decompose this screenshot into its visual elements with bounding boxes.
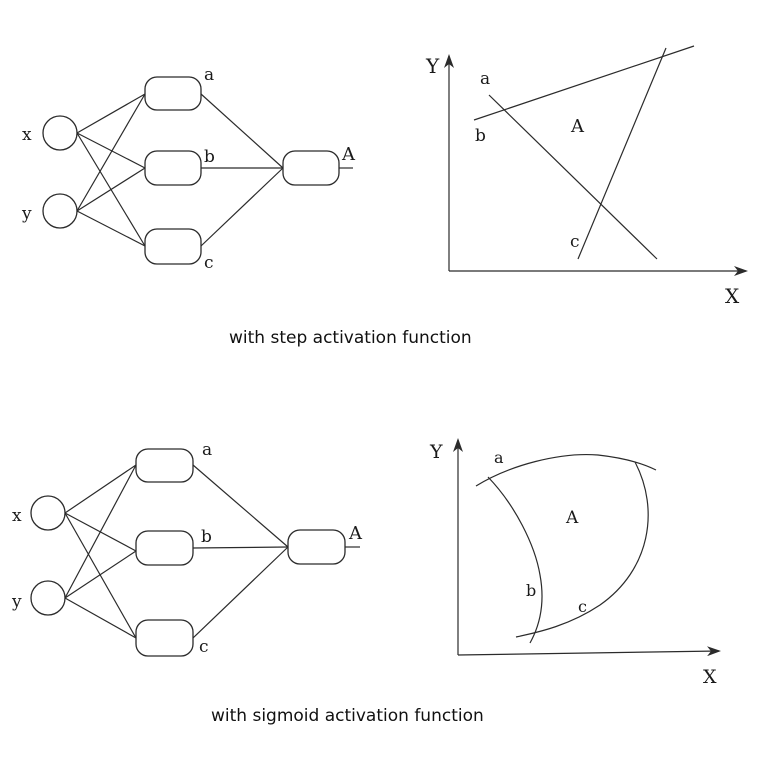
bottom-region-label: A [565, 508, 579, 528]
bottom-x-axis [457, 646, 721, 657]
bottom-curve-c [515, 461, 649, 638]
top-line-a [488, 94, 658, 260]
top-input-label-x: x [22, 125, 32, 145]
top-x-axis-label: X [725, 284, 740, 308]
top-line-b [473, 45, 695, 121]
top-network: x y a b c A [21, 65, 356, 273]
top-y-axis-label: Y [425, 54, 440, 78]
top-region-label: A [570, 116, 585, 137]
bottom-input-label-x: x [12, 506, 22, 526]
bottom-y-axis-label: Y [429, 441, 443, 463]
bottom-caption: with sigmoid activation function [211, 706, 484, 726]
top-input-label-y: y [21, 204, 32, 224]
top-output-label: A [341, 144, 356, 165]
top-network-edges [76, 93, 353, 247]
bottom-hidden-node-a [135, 448, 194, 483]
top-hidden-node-b [144, 150, 202, 186]
bottom-network-edges [64, 464, 360, 639]
bottom-x-axis-label: X [703, 666, 717, 688]
top-line-label-b: b [475, 126, 486, 146]
top-caption: with step activation function [229, 328, 472, 348]
bottom-curve-label-c: c [578, 597, 587, 616]
top-hidden-label-a: a [204, 65, 214, 85]
top-line-c [577, 47, 667, 260]
bottom-curve-label-b: b [526, 581, 536, 600]
top-hidden-label-b: b [204, 147, 215, 167]
bottom-curve-label-a: a [494, 448, 504, 467]
bottom-input-node-y [30, 580, 66, 616]
bottom-hidden-label-c: c [199, 637, 209, 657]
bottom-output-node [287, 529, 346, 565]
top-hidden-node-c [144, 228, 202, 265]
top-hidden-label-c: c [204, 253, 214, 273]
top-line-label-c: c [570, 232, 580, 252]
top-input-node-x [42, 115, 78, 151]
bottom-hidden-label-a: a [202, 440, 212, 460]
bottom-hidden-node-b [135, 530, 194, 566]
bottom-curve-a [475, 453, 657, 487]
top-plot: Y X a b c A [425, 45, 748, 308]
bottom-hidden-label-b: b [201, 527, 212, 547]
bottom-hidden-node-c [135, 619, 194, 657]
bottom-network: x y a b c A [11, 440, 363, 657]
bottom-curve-b [487, 476, 543, 644]
top-input-node-y [42, 193, 78, 229]
top-line-label-a: a [480, 69, 490, 89]
top-hidden-node-a [144, 76, 202, 111]
bottom-plot: Y X a b c A [429, 438, 721, 688]
bottom-output-label: A [348, 523, 363, 544]
bottom-input-label-y: y [11, 592, 22, 612]
top-output-node [282, 150, 340, 186]
bottom-input-node-x [30, 495, 66, 531]
